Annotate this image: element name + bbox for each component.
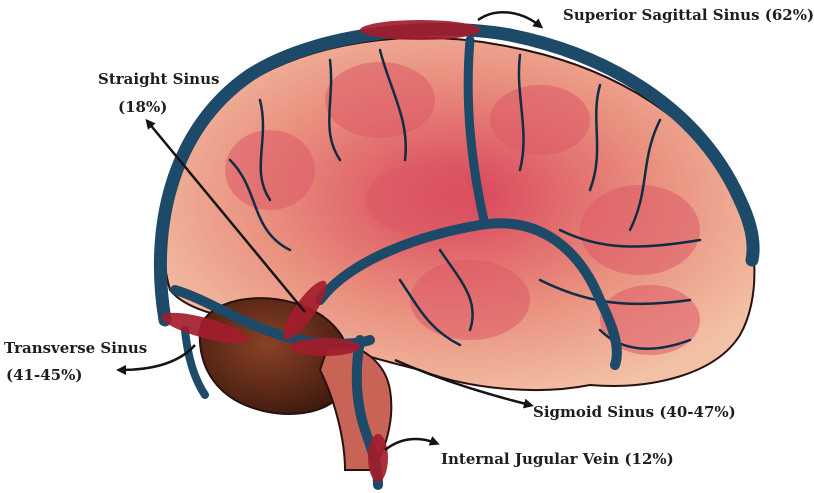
transverse-sinus-marker	[161, 312, 249, 344]
straight-sinus-marker	[283, 280, 327, 340]
label-straight-sinus: Straight Sinus	[98, 70, 220, 88]
arrow-jugular	[384, 436, 440, 451]
arrow-straight	[145, 118, 306, 313]
label-transverse-sinus: Transverse Sinus	[4, 339, 148, 357]
arrow-sigmoid	[394, 358, 534, 409]
jugular-marker	[368, 434, 388, 482]
label-internal-jugular-vein: Internal Jugular Vein (12%)	[441, 450, 674, 468]
label-straight-sinus-percent: (18%)	[118, 98, 168, 116]
label-superior-sagittal-sinus: Superior Sagittal Sinus (62%)	[563, 6, 814, 24]
label-transverse-sinus-percent: (41-45%)	[6, 366, 83, 384]
arrow-transverse	[116, 344, 196, 375]
arrow-superior	[477, 11, 544, 29]
superior-sagittal-marker	[360, 20, 480, 40]
sinus-markers	[161, 20, 480, 482]
label-sigmoid-sinus: Sigmoid Sinus (40-47%)	[533, 403, 736, 421]
cortical-veins	[228, 48, 702, 350]
pointer-arrows	[116, 11, 544, 451]
sigmoid-sinus-marker	[290, 338, 360, 356]
